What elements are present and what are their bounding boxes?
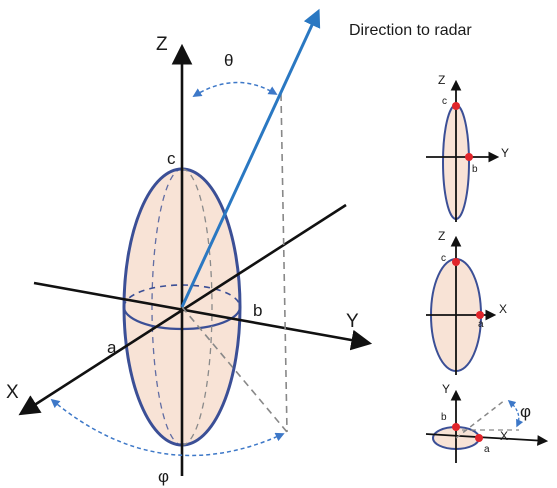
view-zy-y-label: Y xyxy=(501,146,509,160)
view-zy: Z Y c b xyxy=(426,73,509,222)
theta-label: θ xyxy=(224,51,233,70)
main-z-label: Z xyxy=(156,34,168,55)
theta-arc xyxy=(192,81,278,97)
y-axis xyxy=(33,281,373,351)
semi-axis-a-label: a xyxy=(107,338,117,357)
view-zx-c-label: c xyxy=(441,253,446,264)
view-yx-y-label: Y xyxy=(442,382,450,396)
view-zx-z-label: Z xyxy=(438,229,445,243)
projection-vertical xyxy=(280,93,288,433)
semi-axis-b-label: b xyxy=(253,301,262,320)
view-zx-a-label: a xyxy=(478,319,484,330)
view-yx-point-a xyxy=(475,434,483,442)
view-zx-point-a xyxy=(476,311,484,319)
radar-direction-arrow xyxy=(180,8,321,308)
view-zx: Z X c a xyxy=(426,229,507,375)
view-zx-x-label: X xyxy=(499,302,507,316)
view-yx-x-label: X xyxy=(500,429,508,443)
view-zx-point-c xyxy=(452,258,460,266)
view-yx-phi-arc xyxy=(507,399,524,428)
view-yx-point-b xyxy=(452,423,460,431)
meridian-back xyxy=(151,168,183,446)
view-zy-point-b xyxy=(465,153,473,161)
view-zy-c-label: c xyxy=(442,96,447,107)
view-yx: Y X b a φ xyxy=(425,382,549,463)
view-yx-dashed-ray xyxy=(455,399,506,439)
main-y-label: Y xyxy=(346,311,359,332)
view-yx-phi-label: φ xyxy=(520,402,531,421)
main-x-label: X xyxy=(6,382,19,403)
equator-back xyxy=(123,284,241,308)
view-zy-b-label: b xyxy=(472,164,478,175)
view-yx-horizontal-axis xyxy=(425,433,549,446)
view-zy-z-label: Z xyxy=(438,73,445,87)
view-yx-b-label: b xyxy=(441,412,447,423)
semi-axis-c-label: c xyxy=(167,149,176,168)
phi-label: φ xyxy=(158,467,169,486)
main-view: Z Y X c b a θ φ Direction to radar xyxy=(6,8,472,486)
view-yx-a-label: a xyxy=(484,444,490,455)
view-zy-point-c xyxy=(452,102,460,110)
direction-to-radar-label: Direction to radar xyxy=(349,22,472,39)
meridian-front xyxy=(181,168,213,446)
